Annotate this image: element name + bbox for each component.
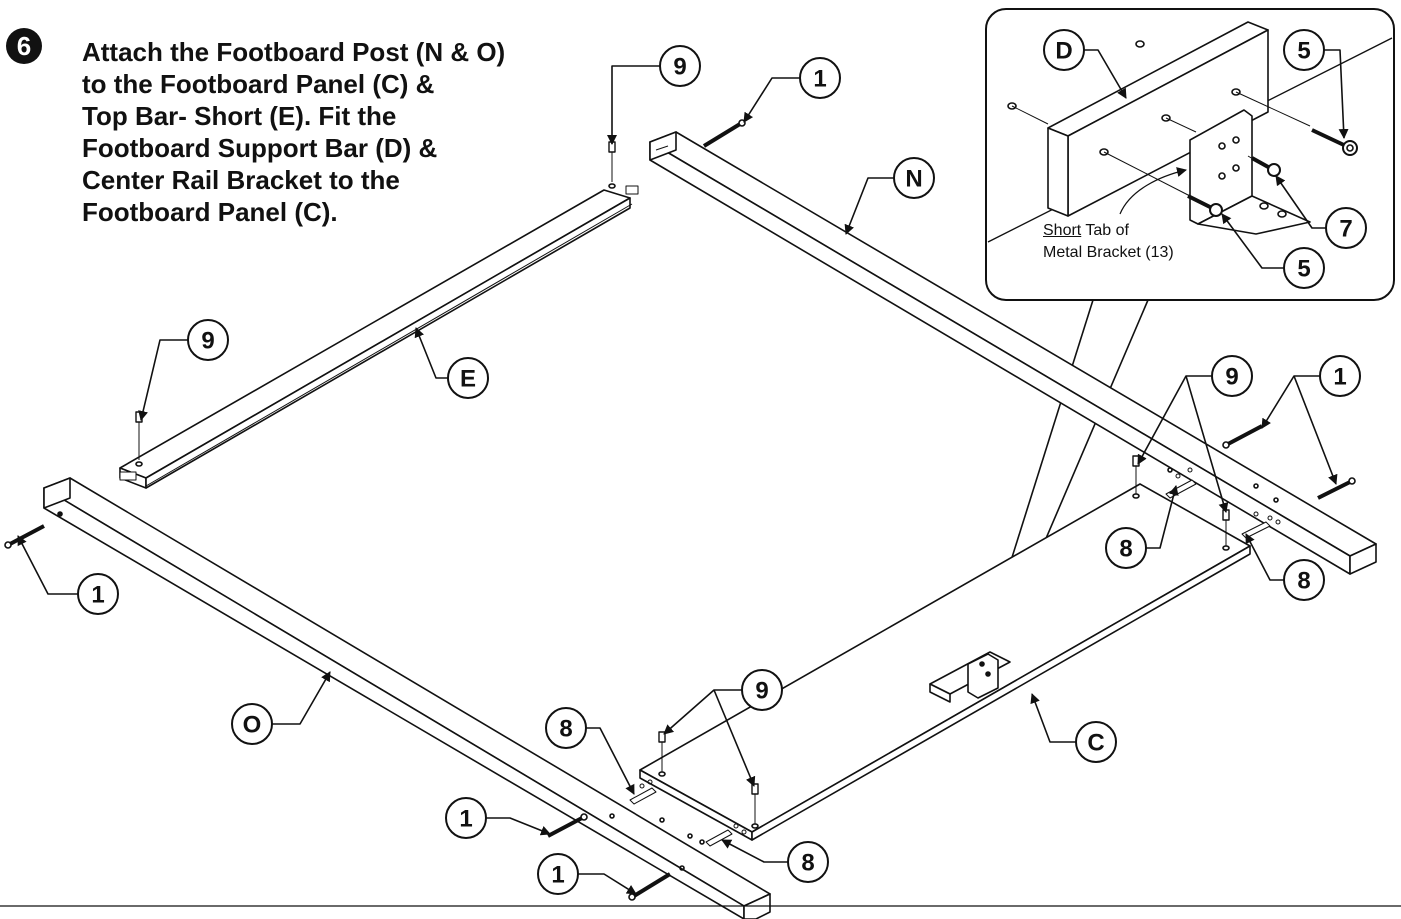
caption-rest: Tab of	[1081, 222, 1129, 239]
label-bolt-1: 1	[813, 66, 826, 93]
callout-circle	[445, 797, 487, 839]
footboard-panel-c	[639, 483, 1251, 841]
dowel-9-right-b	[1222, 509, 1230, 551]
dowel-9-top-bar-end	[608, 141, 616, 189]
callout-circle	[741, 669, 783, 711]
instruction-line: Footboard Panel (C).	[82, 197, 338, 227]
label-dowel-9: 9	[673, 54, 686, 81]
pin-8-front-b	[705, 823, 747, 847]
inset-caption-line1: Short Tab of	[1043, 220, 1174, 242]
label-bolt-1: 1	[1333, 364, 1346, 391]
bolt-1-post-n-top	[702, 119, 746, 148]
label-screw-5: 5	[1297, 38, 1310, 65]
label-support-bar-d: D	[1055, 38, 1072, 65]
label-dowel-9: 9	[755, 678, 768, 705]
label-bolt-1: 1	[459, 806, 472, 833]
label-post-n: N	[905, 166, 922, 193]
screw-5-detail-bottom	[1187, 194, 1223, 217]
support-bar-d-detail	[1007, 21, 1311, 217]
callout-circle	[1283, 247, 1325, 289]
label-pin-8: 8	[1119, 536, 1132, 563]
callout-circle	[659, 45, 701, 87]
callout-circle	[447, 357, 489, 399]
instruction-line: Attach the Footboard Post (N & O)	[82, 37, 506, 67]
instruction-line: to the Footboard Panel (C) &	[82, 69, 435, 99]
top-bar-short-e	[119, 185, 639, 489]
callout-circle	[537, 853, 579, 895]
metal-bracket-detail	[1189, 109, 1311, 235]
callout-circle	[1211, 355, 1253, 397]
callout-circle	[893, 157, 935, 199]
callout-circle	[1283, 559, 1325, 601]
bolt-1-front-a	[547, 813, 588, 838]
screw-5-detail-top	[1311, 128, 1358, 156]
callout-circle	[231, 703, 273, 745]
inset-caption-line2: Metal Bracket (13)	[1043, 244, 1174, 261]
callout-circle	[787, 841, 829, 883]
label-top-bar-e: E	[460, 366, 476, 393]
callout-circle	[187, 319, 229, 361]
callout-circle	[1043, 29, 1085, 71]
label-bolt-7: 7	[1339, 216, 1352, 243]
caption-underlined-word: Short	[1043, 222, 1082, 239]
label-panel-c: C	[1087, 730, 1104, 757]
callout-circle	[77, 573, 119, 615]
inset-caption: Short Tab of Metal Bracket (13)	[1043, 220, 1174, 264]
instruction-line: Center Rail Bracket to the	[82, 165, 400, 195]
label-bolt-1: 1	[551, 862, 564, 889]
label-dowel-9: 9	[1225, 364, 1238, 391]
footboard-post-o	[43, 477, 771, 919]
callout-circle	[1283, 29, 1325, 71]
footboard-post-n	[649, 131, 1377, 575]
inset-detail-box	[985, 8, 1395, 301]
label-pin-8: 8	[801, 850, 814, 877]
callout-circle	[1105, 527, 1147, 569]
instruction-line: Top Bar- Short (E). Fit the	[82, 101, 397, 131]
dowel-9-front-a	[658, 731, 666, 777]
pin-8-front-a	[629, 779, 657, 805]
instruction-line: Footboard Support Bar (D) &	[82, 133, 438, 163]
label-screw-5: 5	[1297, 256, 1310, 283]
bolt-1-right-b	[1317, 477, 1356, 500]
step-number-badge: 6	[6, 28, 42, 64]
bolt-1-post-o-left	[4, 524, 45, 549]
callout-circle	[545, 707, 587, 749]
callout-circle	[799, 57, 841, 99]
label-pin-8: 8	[559, 716, 572, 743]
callout-circle	[1325, 207, 1367, 249]
label-dowel-9: 9	[201, 328, 214, 355]
label-post-o: O	[243, 712, 262, 739]
bolt-7-detail	[1247, 155, 1281, 177]
callout-circle	[1075, 721, 1117, 763]
label-bolt-1: 1	[91, 582, 104, 609]
callout-circle	[1319, 355, 1361, 397]
label-pin-8: 8	[1297, 568, 1310, 595]
bolt-1-right-a	[1222, 424, 1263, 449]
step-instructions: Attach the Footboard Post (N & O) to the…	[82, 36, 642, 228]
